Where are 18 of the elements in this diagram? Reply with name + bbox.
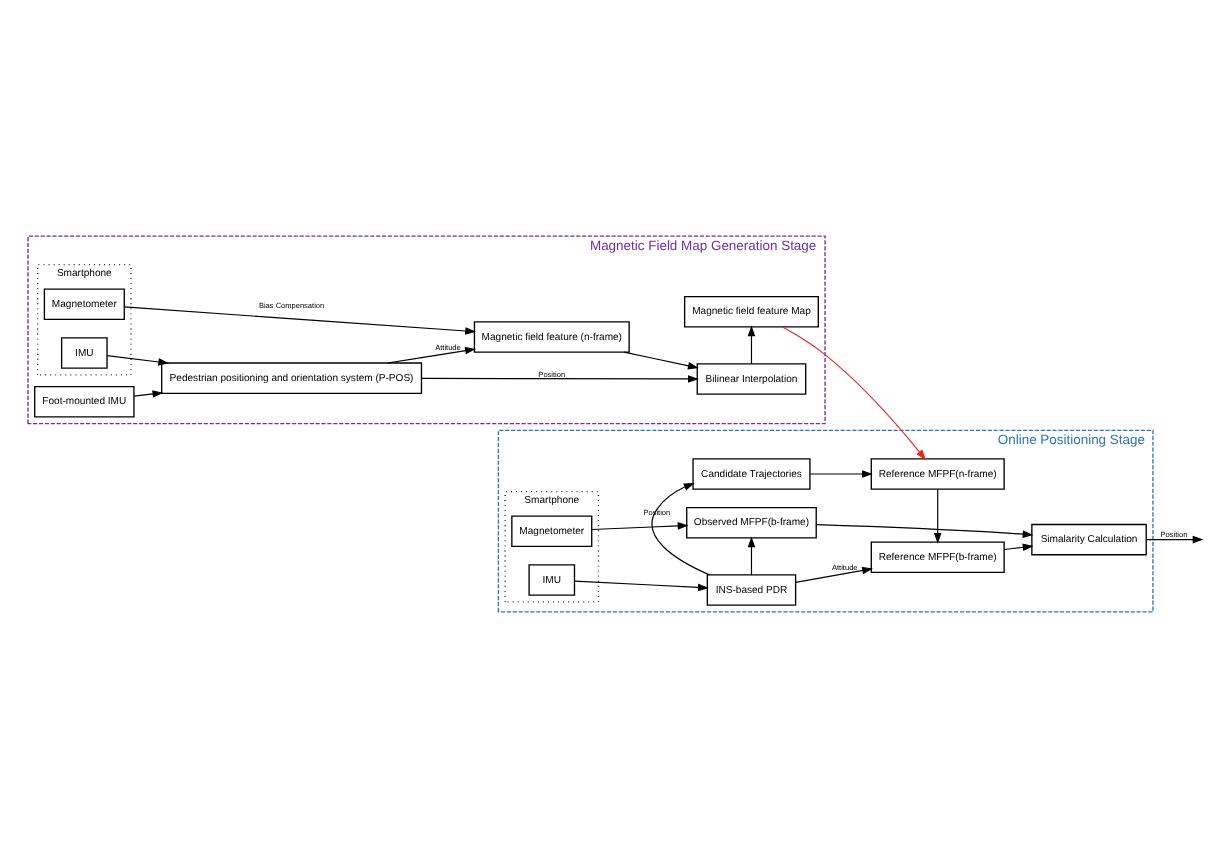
arrow	[747, 325, 756, 365]
arrow	[815, 524, 1034, 538]
arrow	[651, 482, 711, 576]
arrow	[387, 346, 476, 364]
arrow	[933, 488, 942, 544]
arrow	[795, 566, 873, 583]
arrow	[623, 351, 699, 370]
arrow	[574, 580, 709, 592]
arrow	[133, 390, 164, 398]
arrow	[782, 326, 927, 461]
arrow	[747, 536, 756, 576]
arrow	[809, 470, 873, 478]
arrow	[1145, 535, 1204, 544]
arrow	[123, 306, 476, 335]
arrow	[106, 355, 170, 366]
arrow	[1003, 543, 1034, 552]
arrow	[591, 522, 689, 531]
arrow	[421, 375, 699, 383]
